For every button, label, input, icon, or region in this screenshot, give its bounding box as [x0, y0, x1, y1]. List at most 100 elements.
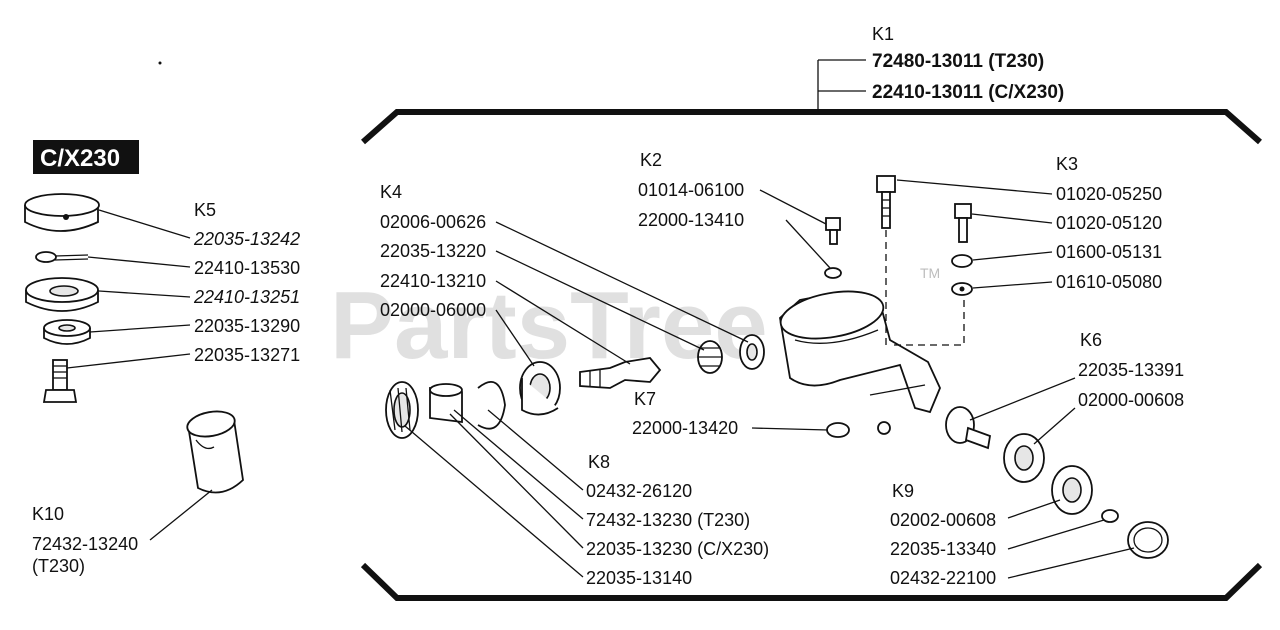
k3-leader-4 [972, 281, 1053, 289]
k7-part-1: 22000-13420 [632, 418, 738, 438]
k8-key: K8 [588, 452, 610, 472]
k5-part-2: 22410-13530 [194, 258, 300, 278]
frame-top [361, 109, 1262, 145]
k5-leader-3 [98, 290, 191, 298]
k8-part-3: 22035-13230 (C/X230) [586, 539, 769, 559]
k3-part-3: 01600-05131 [1056, 242, 1162, 262]
k3-short-bolt-part [954, 203, 972, 243]
k5-leader-4 [89, 324, 191, 333]
k10-part-2: (T230) [32, 556, 85, 576]
k4-part-1: 02006-00626 [380, 212, 486, 232]
gear-housing-part [779, 290, 941, 435]
k6-bearing-part [1003, 433, 1045, 483]
k10-leader [149, 489, 213, 541]
k2-part-2: 22000-13410 [638, 210, 744, 230]
k2-washer-part [824, 267, 842, 279]
k1-bracket [817, 59, 866, 112]
k6-gear-part [945, 406, 992, 450]
k9-leader-3 [1007, 547, 1135, 579]
k5-pin-part [35, 251, 89, 263]
cx230-badge: C/X230 [33, 140, 139, 174]
k9-part-2: 22035-13340 [890, 539, 996, 559]
k4-part-2: 22035-13220 [380, 241, 486, 261]
k3-leader-1 [896, 179, 1053, 195]
k9-snap-ring-part [1127, 521, 1169, 559]
k8-leader-2 [453, 409, 584, 520]
k1-part-2: 22410-13011 (C/X230) [872, 82, 1064, 103]
k4-part-3: 22410-13210 [380, 271, 486, 291]
pinion-shaft-part [579, 357, 662, 389]
k10-collar-part [186, 410, 244, 494]
k3-leader-3 [972, 251, 1053, 261]
k8-part-1: 02432-26120 [586, 481, 692, 501]
k5-key: K5 [194, 200, 216, 220]
k4-key: K4 [380, 182, 402, 202]
k8-leader-4 [404, 425, 584, 578]
k3-long-bolt-part [876, 175, 896, 229]
k5-spacer-part [43, 319, 91, 345]
k4-bearing-small-part [739, 334, 765, 370]
k6-key: K6 [1080, 330, 1102, 350]
k9-leader-2 [1007, 519, 1105, 550]
cx230-badge-text: C/X230 [40, 145, 120, 172]
k3-key: K3 [1056, 154, 1078, 174]
k1-key: K1 [872, 24, 894, 44]
k9-part-3: 02432-22100 [890, 568, 996, 588]
k6-part-2: 02000-00608 [1078, 390, 1184, 410]
k9-bearing-part [1051, 465, 1093, 515]
k5-leader-2 [87, 256, 191, 268]
k4-leader-2 [495, 250, 705, 351]
k6-leader-1 [969, 377, 1076, 421]
ball-bearing-k4-part [519, 361, 561, 416]
k5-part-4: 22035-13290 [194, 316, 300, 336]
k7-key: K7 [634, 389, 656, 409]
k7-washer-part [826, 422, 850, 438]
pinion-gear-part [697, 340, 723, 374]
stray-dot [158, 61, 162, 65]
k4-leader-1 [495, 221, 749, 343]
k3-lock-washer-part [951, 254, 973, 268]
k2-bolt-part [825, 217, 841, 245]
k5-cup-part [24, 193, 100, 232]
k4-leader-4 [495, 309, 535, 367]
k3-leader-2 [971, 213, 1053, 224]
k6-part-1: 22035-13391 [1078, 360, 1184, 380]
k3-part-1: 01020-05250 [1056, 184, 1162, 204]
k2-part-1: 01014-06100 [638, 180, 744, 200]
k3-part-2: 01020-05120 [1056, 213, 1162, 233]
needle-bearing-part [385, 381, 419, 439]
k2-key: K2 [640, 150, 662, 170]
k9-leader-1 [1007, 499, 1061, 519]
k2-leader-1 [759, 189, 827, 225]
watermark-text: PartsTree [330, 272, 768, 379]
k8-leader-1 [487, 409, 584, 491]
k6-leader-2 [1033, 407, 1076, 445]
k8-leader-3 [449, 413, 584, 549]
k9-part-1: 02002-00608 [890, 510, 996, 530]
k8-part-2: 72432-13230 (T230) [586, 510, 750, 530]
k9-key: K9 [892, 481, 914, 501]
k10-part-1: 72432-13240 [32, 534, 138, 554]
watermark-trademark: TM [920, 265, 940, 281]
k2-leader-2 [785, 219, 831, 269]
k4-leader-3 [495, 280, 631, 365]
frame-bottom [360, 562, 1263, 601]
k7-leader [751, 427, 829, 431]
k5-washer-part [25, 277, 99, 312]
k10-key: K10 [32, 504, 64, 524]
k3-flat-washer-part [951, 282, 973, 296]
k5-bolt-part [42, 359, 78, 403]
k3-part-4: 01610-05080 [1056, 272, 1162, 292]
k1-part-1: 72480-13011 (T230) [872, 51, 1044, 72]
k5-leader-5 [66, 353, 191, 369]
bushing-part [429, 383, 463, 424]
k5-part-3: 22410-13251 [193, 287, 300, 307]
dash-line-2 [890, 300, 965, 346]
k5-leader-1 [98, 209, 191, 239]
k5-part-1: 22035-13242 [193, 229, 300, 249]
k5-part-5: 22035-13271 [194, 345, 300, 365]
k9-ring-part [1101, 509, 1119, 523]
k8-part-4: 22035-13140 [586, 568, 692, 588]
k4-part-4: 02000-06000 [380, 300, 486, 320]
